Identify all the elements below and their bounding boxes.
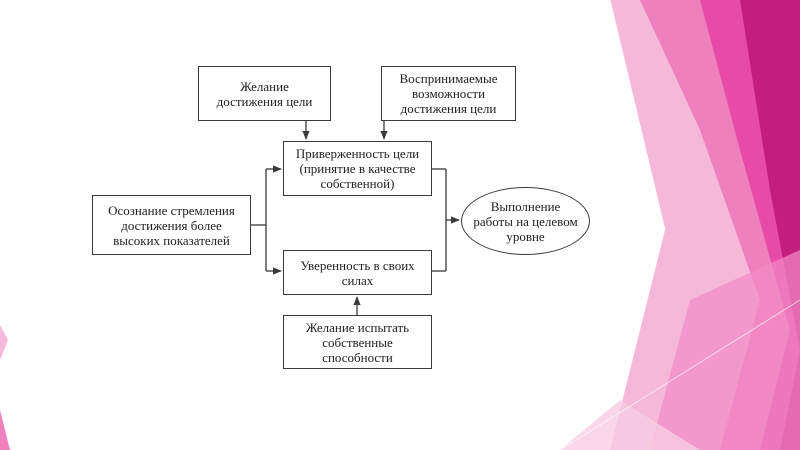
box-self-confidence-text: Уверенность в своих силах bbox=[300, 257, 415, 288]
box-desire-test-abilities: Желание испытать собственные способности bbox=[283, 315, 432, 369]
box-self-confidence: Уверенность в своих силах bbox=[283, 250, 432, 295]
bg-lower-light-shape bbox=[560, 400, 700, 450]
bg-thin-line bbox=[609, 0, 666, 231]
box-desire-goal-text: Желание достижения цели bbox=[216, 78, 313, 109]
box-awareness: Осознание стремления достижения более вы… bbox=[92, 195, 251, 255]
box-goal-commitment: Приверженность цели (принятие в качестве… bbox=[283, 141, 432, 196]
box-desire-goal: Желание достижения цели bbox=[198, 66, 331, 121]
bg-magenta-shape bbox=[740, 0, 800, 450]
box-goal-commitment-text: Приверженность цели (принятие в качестве… bbox=[295, 146, 420, 191]
bg-left-accent bbox=[0, 325, 8, 360]
ellipse-work-performance: Выполнение работы на целевом уровне bbox=[461, 187, 590, 255]
bg-lower-shape bbox=[650, 250, 800, 450]
bg-left-accent bbox=[0, 410, 10, 450]
box-perceived-possibilities: Воспринимаемые возможности достижения це… bbox=[381, 66, 516, 121]
bg-thin-line bbox=[559, 299, 800, 450]
box-desire-test-abilities-text: Желание испытать собственные способности bbox=[305, 319, 410, 365]
box-perceived-possibilities-text: Воспринимаемые возможности достижения це… bbox=[399, 71, 498, 116]
box-awareness-text: Осознание стремления достижения более вы… bbox=[108, 202, 235, 248]
ellipse-work-performance-text: Выполнение работы на целевом уровне bbox=[473, 198, 578, 244]
